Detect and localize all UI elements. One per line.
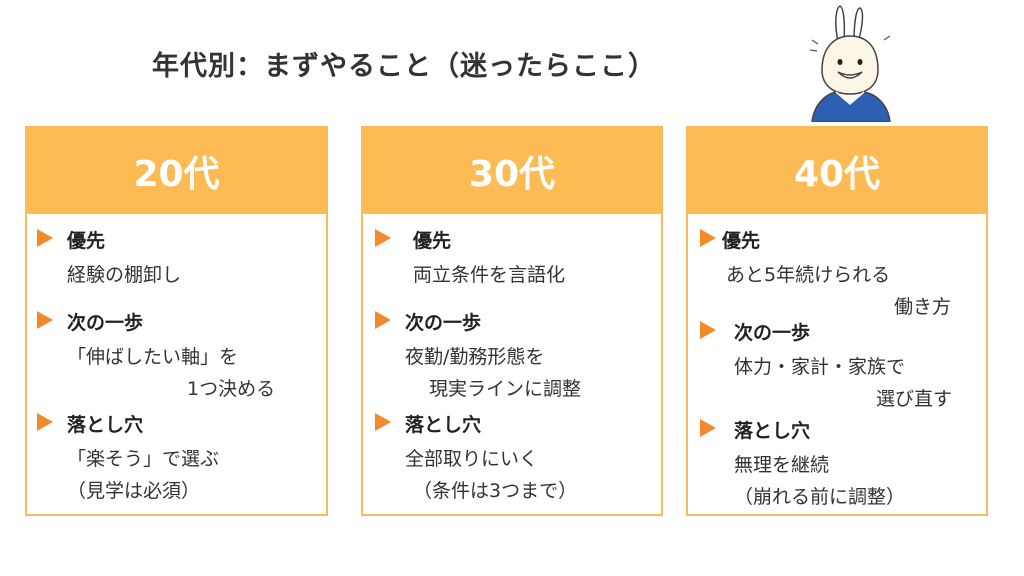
item-text: 体力・家計・家族で — [734, 356, 906, 378]
item-text: （条件は3つまで） — [413, 480, 578, 502]
card-header: 30代 — [363, 128, 661, 214]
item-text: （崩れる前に調整） — [734, 486, 906, 508]
item-text: 働き方 — [894, 296, 952, 318]
item-label: 優先 — [413, 230, 452, 252]
arrow-icon — [375, 413, 391, 431]
arrow-icon — [375, 311, 391, 329]
age-card-30s: 30代 優先 両立条件を言語化 次の一歩 夜勤/勤務形態を 現実ラインに調整 落… — [361, 126, 663, 516]
item-text: 現実ラインに調整 — [429, 378, 582, 400]
arrow-icon — [37, 413, 53, 431]
item-label: 落とし穴 — [405, 414, 482, 436]
arrow-icon — [37, 229, 53, 247]
item-text: 1つ決める — [187, 378, 276, 400]
arrow-icon — [700, 321, 716, 339]
page-title: 年代別：まずやること（迷ったらここ） — [152, 51, 656, 82]
age-card-20s: 20代 優先 経験の棚卸し 次の一歩 「伸ばしたい軸」を 1つ決める 落とし穴 … — [25, 126, 328, 516]
arrow-icon — [700, 229, 716, 247]
card-header: 40代 — [688, 128, 986, 214]
item-text: （見学は必須） — [67, 480, 201, 502]
item-text: あと5年続けられる — [726, 264, 891, 286]
item-text: 「楽そう」で選ぶ — [67, 448, 220, 470]
rabbit-mascot-illustration — [809, 5, 891, 122]
item-text: 「伸ばしたい軸」を — [67, 346, 239, 368]
item-text: 両立条件を言語化 — [413, 264, 566, 286]
arrow-icon — [37, 311, 53, 329]
arrow-icon — [700, 419, 716, 437]
item-text: 夜勤/勤務形態を — [405, 346, 545, 368]
item-text: 経験の棚卸し — [67, 264, 182, 286]
item-text: 選び直す — [876, 388, 953, 410]
age-card-40s: 40代 優先 あと5年続けられる 働き方 次の一歩 体力・家計・家族で 選び直す… — [686, 126, 988, 516]
item-label: 落とし穴 — [67, 414, 144, 436]
arrow-icon — [375, 229, 391, 247]
item-label: 優先 — [722, 230, 761, 252]
card-header: 20代 — [27, 128, 326, 214]
item-text: 全部取りにいく — [405, 448, 539, 470]
item-label: 次の一歩 — [67, 312, 144, 334]
item-label: 落とし穴 — [734, 420, 811, 442]
item-label: 優先 — [67, 230, 106, 252]
item-label: 次の一歩 — [405, 312, 482, 334]
item-text: 無理を継続 — [734, 454, 830, 476]
item-label: 次の一歩 — [734, 322, 811, 344]
